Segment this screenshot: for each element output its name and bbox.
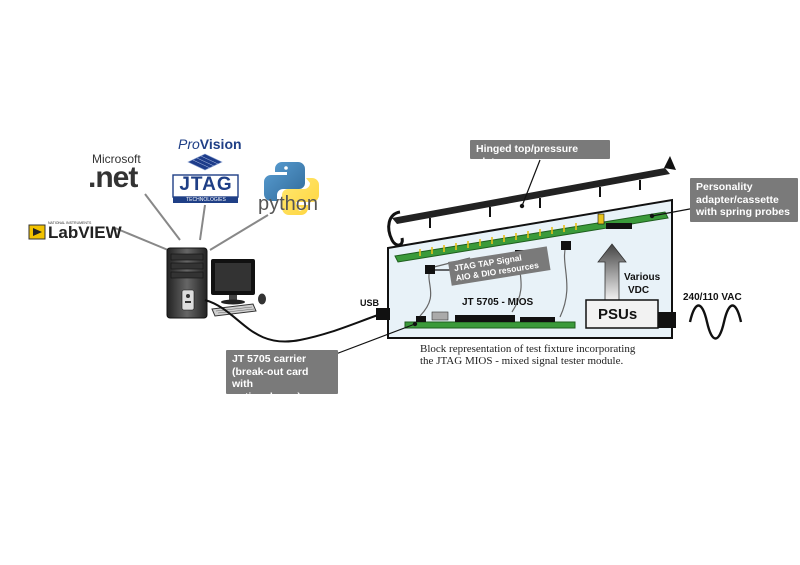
mouse-icon: [258, 293, 266, 305]
jtag-technologies-text: TECHNOLOGIES: [186, 197, 226, 203]
provision-logo: ProVision: [178, 136, 242, 152]
callout-personality-adapter: Personality adapter/cassette with spring…: [690, 178, 798, 222]
jtag-logo-text: JTAG: [179, 174, 233, 195]
pointer-dots: [412, 203, 655, 327]
callout-carrier: JT 5705 carrier (break-out card with opt…: [226, 350, 338, 403]
psu-block: [585, 299, 659, 329]
dotnet-label: .net: [88, 161, 138, 194]
jtag-technologies-logo: [172, 174, 239, 203]
caption-line2: the JTAG MIOS - mixed signal tester modu…: [420, 355, 624, 367]
vdc-label: VDC: [628, 285, 650, 296]
personality-adapter-board: [394, 211, 669, 263]
hinged-top-plate: [387, 156, 676, 247]
usb-cable-line: [204, 299, 379, 343]
power-arrow-icon: [597, 243, 627, 301]
software-connector-lines: [114, 193, 269, 251]
caption: Block representation of test fixture inc…: [420, 343, 635, 367]
mios-board: [404, 311, 576, 329]
vac-label: 240/110 VAC: [683, 292, 742, 303]
callout-personality-line3: with spring probes: [696, 206, 790, 218]
ac-input-connector: [658, 312, 676, 328]
python-label: python: [258, 193, 319, 215]
provision-vision-text: Vision: [199, 136, 242, 152]
psus-label: PSUs: [598, 306, 638, 323]
mios-label: JT 5705 - MIOS: [462, 297, 534, 308]
labview-icon: [28, 224, 46, 240]
python-logo-icon: [264, 162, 319, 215]
provision-pro-text: Pro: [178, 136, 200, 152]
usb-label: USB: [360, 298, 380, 308]
callout-carrier-line3: optional mux): [232, 390, 301, 403]
usb-connector: [376, 308, 390, 320]
callout-carrier-line2: (break-out card with: [232, 365, 309, 391]
pc-tower-icon: [166, 247, 208, 319]
provision-chip-icon: [187, 153, 223, 171]
sine-wave-icon: [688, 304, 743, 340]
caption-line1: Block representation of test fixture inc…: [420, 343, 636, 355]
keyboard-icon: [211, 303, 257, 317]
callout-personality-line1: Personality: [696, 181, 753, 193]
labview-small-label: NATIONAL INSTRUMENTS: [48, 221, 92, 225]
callout-carrier-line1: JT 5705 carrier: [232, 353, 307, 365]
monitor-icon: [211, 259, 255, 305]
microsoft-label: Microsoft: [92, 152, 141, 166]
labview-label: LabVIEW: [48, 223, 122, 242]
callout-personality-line2: adapter/cassette: [696, 193, 779, 206]
callout-top-plate: Hinged top/pressure plate: [470, 140, 610, 168]
various-label: Various: [624, 272, 661, 283]
